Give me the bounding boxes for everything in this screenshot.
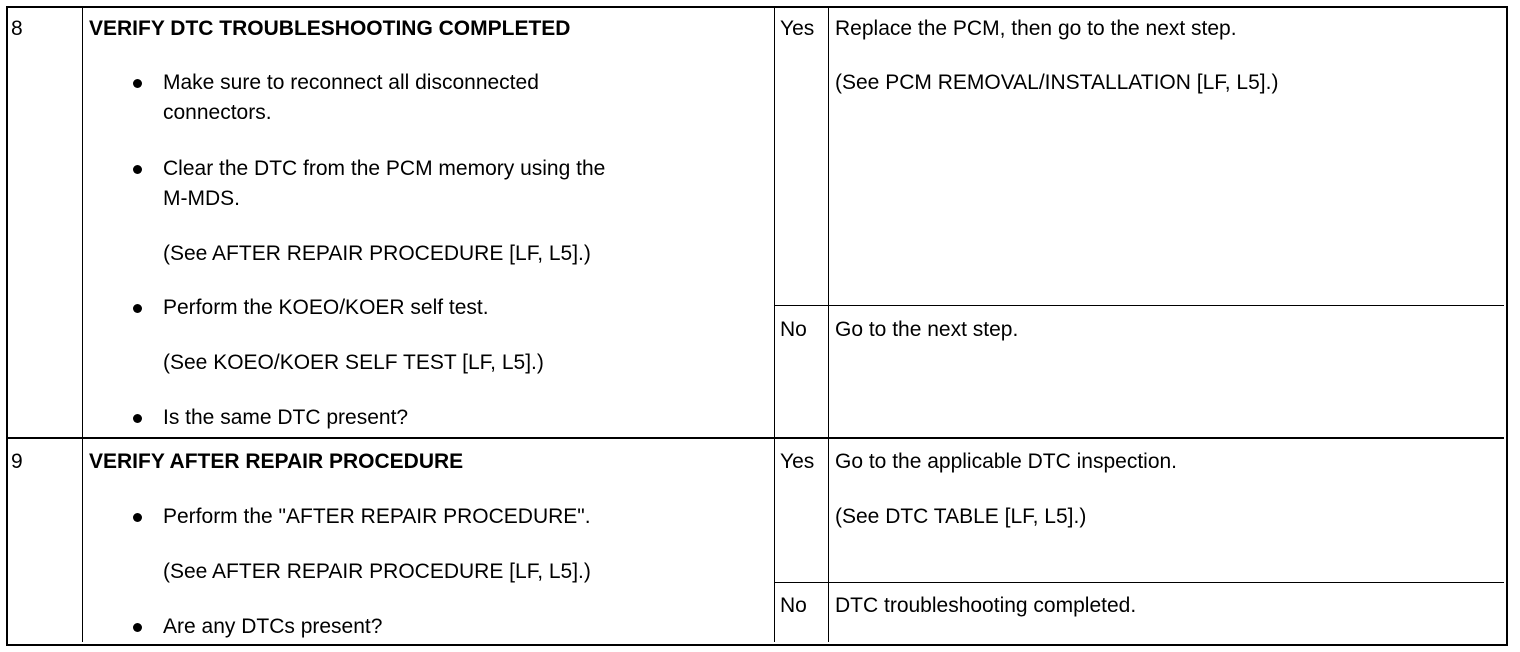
bullet-icon (133, 79, 142, 88)
row-divider-step9-yes-no (774, 582, 1504, 583)
step-instruction: connectors. (163, 101, 272, 124)
reference-link[interactable]: (See AFTER REPAIR PROCEDURE [LF, L5].) (163, 560, 591, 583)
yes-label: Yes (780, 450, 815, 473)
bullet-icon (133, 304, 142, 313)
no-label: No (780, 318, 807, 341)
column-divider-action (828, 8, 829, 642)
column-divider-result (774, 8, 775, 642)
reference-link[interactable]: (See DTC TABLE [LF, L5].) (835, 505, 1087, 528)
step-instruction: Clear the DTC from the PCM memory using … (163, 157, 606, 180)
yes-action: Replace the PCM, then go to the next ste… (835, 17, 1237, 40)
troubleshooting-table (6, 6, 1508, 646)
step-question: Is the same DTC present? (163, 406, 409, 429)
bullet-icon (133, 513, 142, 522)
bullet-icon (133, 165, 142, 174)
no-action: Go to the next step. (835, 318, 1019, 341)
step-number: 9 (11, 450, 23, 473)
step-title: VERIFY DTC TROUBLESHOOTING COMPLETED (89, 17, 571, 40)
step-title: VERIFY AFTER REPAIR PROCEDURE (89, 450, 464, 473)
yes-label: Yes (780, 17, 815, 40)
no-label: No (780, 594, 807, 617)
step-number: 8 (11, 17, 23, 40)
reference-link[interactable]: (See PCM REMOVAL/INSTALLATION [LF, L5].) (835, 71, 1279, 94)
step-question: Are any DTCs present? (163, 615, 383, 638)
step-instruction: Perform the KOEO/KOER self test. (163, 296, 489, 319)
bullet-icon (133, 414, 142, 423)
step-instruction: Perform the "AFTER REPAIR PROCEDURE". (163, 505, 591, 528)
reference-link[interactable]: (See KOEO/KOER SELF TEST [LF, L5].) (163, 351, 544, 374)
column-divider-step (82, 8, 83, 642)
step-instruction: M-MDS. (163, 187, 240, 210)
row-divider-step8-yes-no (774, 305, 1504, 306)
row-divider-step8-step9 (8, 437, 1504, 439)
yes-action: Go to the applicable DTC inspection. (835, 450, 1178, 473)
no-action: DTC troubleshooting completed. (835, 594, 1137, 617)
bullet-icon (133, 623, 142, 632)
step-instruction: Make sure to reconnect all disconnected (163, 71, 539, 94)
reference-link[interactable]: (See AFTER REPAIR PROCEDURE [LF, L5].) (163, 242, 591, 265)
